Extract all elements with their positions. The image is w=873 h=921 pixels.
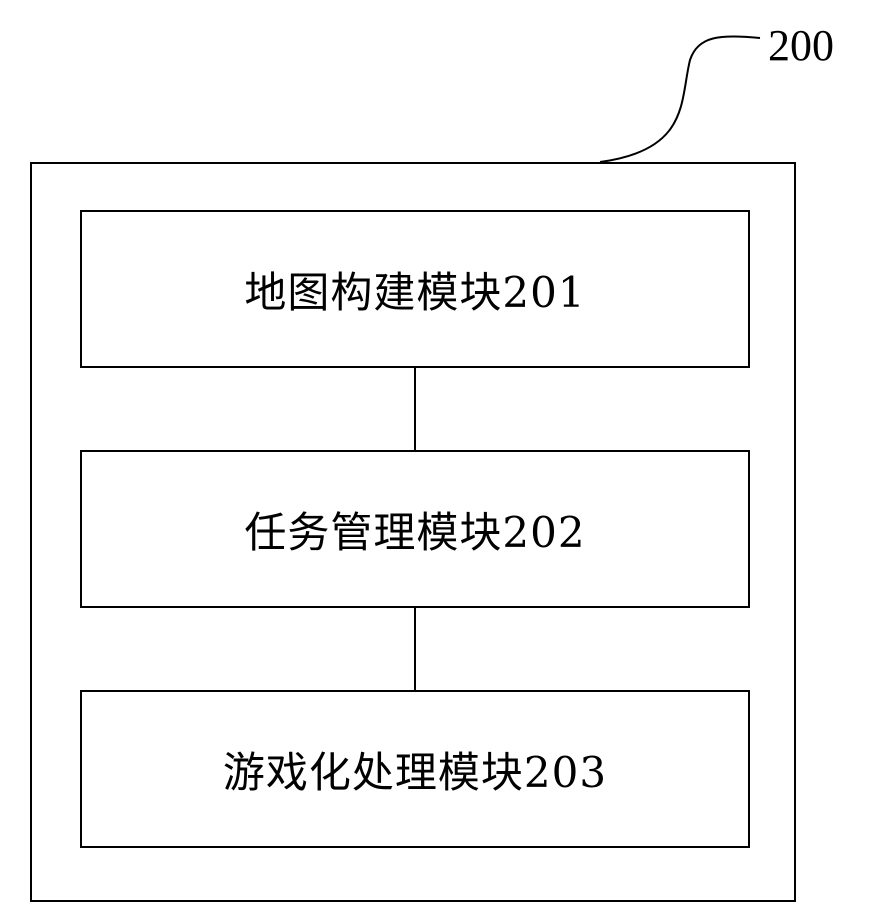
module-label: 游戏化处理模块203: [223, 739, 607, 800]
module-label: 地图构建模块201: [244, 259, 585, 320]
module-box-gamification: 游戏化处理模块203: [80, 690, 750, 848]
module-label: 任务管理模块202: [244, 499, 585, 560]
module-box-map-building: 地图构建模块201: [80, 210, 750, 368]
connector-line: [414, 608, 416, 690]
module-box-task-management: 任务管理模块202: [80, 450, 750, 608]
connector-line: [414, 368, 416, 450]
